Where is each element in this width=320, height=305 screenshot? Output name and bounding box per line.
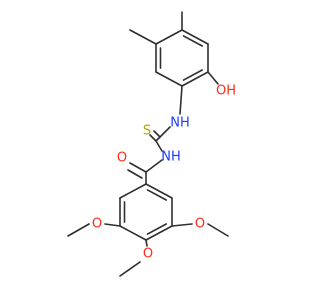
nh-carbonyl-bond — [145, 159, 163, 173]
methoxy-methyl-bond — [67, 223, 90, 237]
bond-layer — [67, 11, 229, 277]
lower-ring-bond — [119, 183, 147, 199]
nh-thiocarbonyl-bond — [155, 126, 171, 142]
methoxy-bond — [104, 223, 121, 227]
methoxy-left-oxygen-label: O — [92, 217, 102, 232]
thiocarbonyl-nh-bond — [155, 140, 163, 152]
lower-ring-bond — [145, 225, 173, 241]
sulfur-label: S — [143, 124, 151, 139]
aryl-nh-bond — [179, 85, 183, 115]
carbonyl-bond — [127, 169, 143, 179]
methoxy-bond — [171, 223, 193, 227]
amide-nh-label: NH — [161, 150, 181, 165]
upper-ring-bond — [181, 71, 209, 87]
upper-ring-double-bond — [182, 35, 204, 47]
lower-ring-bond — [119, 225, 147, 241]
upper-ring-bond — [181, 29, 209, 45]
methoxy-bottom-oxygen-label: O — [143, 247, 153, 262]
lower-ring-double-bond — [146, 189, 168, 201]
methoxy-methyl-bond — [119, 261, 141, 277]
upper-ring-bond — [155, 71, 183, 87]
lower-ring-bond — [145, 183, 173, 199]
thiocarbonyl-bond — [149, 134, 157, 142]
thiocarbonyl-bond — [153, 130, 161, 138]
methoxy-methyl-bond — [207, 223, 229, 237]
upper-ring-double-bond — [182, 69, 204, 81]
methyl-bond — [129, 29, 157, 45]
atom-label-layer: OH NH S NH O O O O — [92, 84, 236, 262]
carbonyl-bond — [129, 162, 147, 173]
thioamide-nh-label: NH — [170, 116, 190, 131]
hydroxyl-bond — [207, 71, 219, 85]
molecule-diagram: OH NH S NH O O O O — [67, 11, 236, 277]
structure-canvas: OH NH S NH O O O O — [67, 11, 236, 277]
hydroxyl-label: OH — [216, 84, 236, 99]
methoxy-right-oxygen-label: O — [195, 217, 205, 232]
upper-ring-bond — [155, 29, 183, 45]
lower-ring-double-bond — [146, 223, 168, 235]
methoxy-bond — [145, 239, 148, 247]
carbonyl-oxygen-label: O — [117, 151, 127, 166]
